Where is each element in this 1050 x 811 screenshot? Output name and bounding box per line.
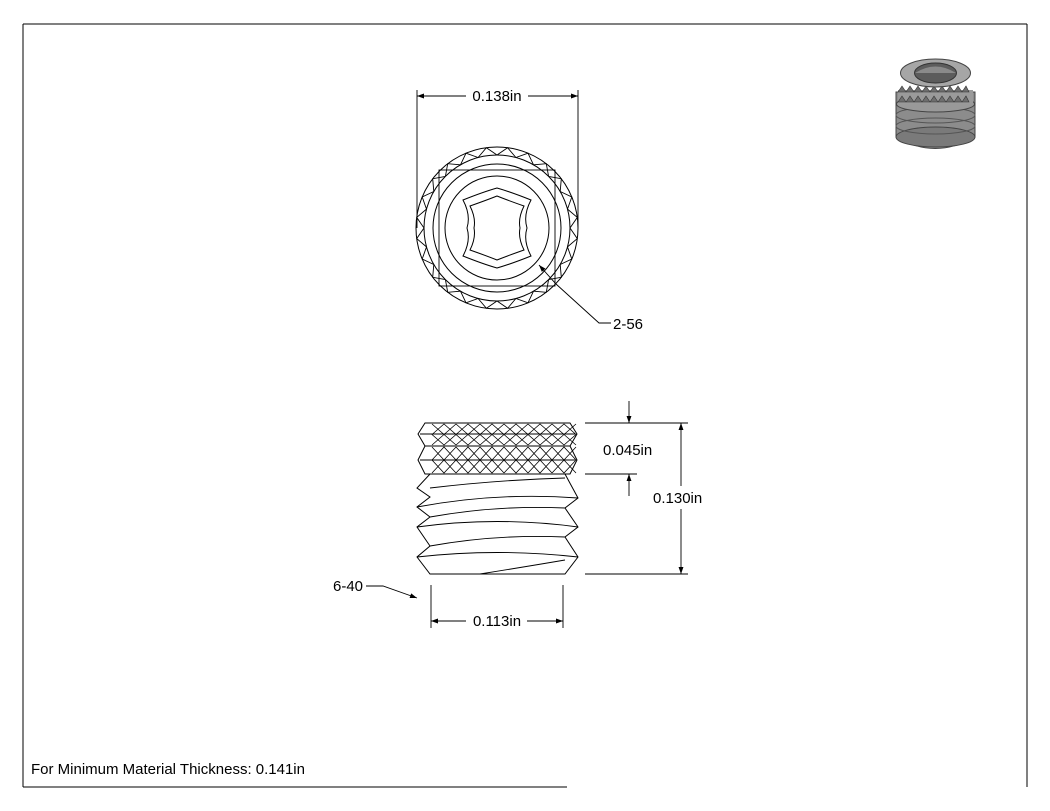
knurl-tooth bbox=[548, 175, 562, 192]
knurl-tooth bbox=[496, 298, 517, 309]
dimension-thread-diameter: 0.113in bbox=[430, 585, 564, 630]
knurl-tooth bbox=[432, 175, 446, 192]
outer-diameter-label: 0.138in bbox=[472, 88, 521, 105]
inner-thread-label: 2-56 bbox=[613, 316, 643, 333]
knurl-tooth bbox=[477, 298, 498, 309]
leader-inner-thread: 2-56 bbox=[538, 264, 643, 333]
knurl-tooth bbox=[567, 208, 578, 229]
knurl-tooth bbox=[560, 191, 573, 210]
knurl-tooth bbox=[533, 279, 550, 293]
dimension-outer-diameter: 0.138in bbox=[416, 88, 579, 228]
knurl-tooth bbox=[567, 227, 578, 248]
side-view bbox=[416, 422, 579, 575]
knurl-tooth bbox=[496, 147, 517, 158]
top-view bbox=[415, 146, 579, 310]
knurl-tooth bbox=[421, 246, 434, 265]
knurl-tooth bbox=[444, 279, 461, 293]
knurl-tooth bbox=[477, 147, 498, 158]
total-height-label: 0.130in bbox=[653, 490, 702, 507]
knurl-tooth bbox=[421, 191, 434, 210]
outer-thread-label: 6-40 bbox=[333, 578, 363, 595]
knurl-tooth bbox=[432, 264, 446, 281]
knurl-diamond bbox=[551, 423, 577, 446]
knurl-tooth bbox=[460, 291, 479, 304]
knurl-tooth bbox=[515, 152, 534, 165]
knurl-diamond bbox=[551, 446, 577, 474]
knurl-tooth bbox=[460, 152, 479, 165]
knurl-tooth bbox=[533, 163, 550, 177]
footer-note: For Minimum Material Thickness: 0.141in bbox=[31, 761, 305, 778]
thread-diameter-label: 0.113in bbox=[473, 613, 521, 630]
knurl-tooth bbox=[416, 227, 427, 248]
knurl-tooth bbox=[444, 163, 461, 177]
sheet-border bbox=[22, 23, 1028, 788]
isometric-preview bbox=[895, 58, 976, 149]
knurl-height-label: 0.045in bbox=[603, 442, 652, 459]
leader-outer-thread: 6-40 bbox=[333, 578, 418, 599]
knurl-tooth bbox=[515, 291, 534, 304]
dimension-knurl-height: 0.045in bbox=[585, 401, 688, 496]
knurl-tooth bbox=[560, 246, 573, 265]
dimension-total-height: 0.130in bbox=[585, 423, 702, 575]
knurl-tooth bbox=[548, 264, 562, 281]
